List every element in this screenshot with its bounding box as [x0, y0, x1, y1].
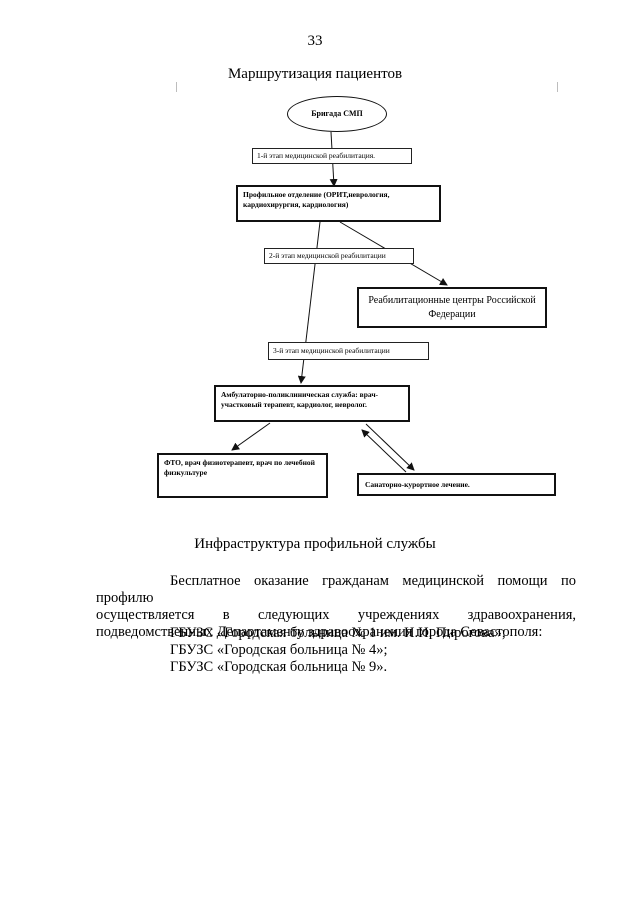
list-item: ГБУЗС «Городская больница № 4»; [170, 642, 388, 658]
hospital-list: ГБУЗС «Городская больница № 1 им. Н.И. П… [170, 625, 506, 676]
node-physio: ФТО, врач физиотерапевт, врач по лечебно… [157, 453, 328, 498]
node-outpatient-service: Амбулаторно-поликлиническая служба: врач… [214, 385, 410, 422]
list-item: ГБУЗС «Городская больница № 9». [170, 659, 388, 675]
arrow-outpatient-to-sanatorium [365, 423, 415, 471]
list-item: ГБУЗС «Городская больница № 1 им. Н.И. П… [170, 625, 506, 641]
node-ambulance-team: Бригада СМП [287, 96, 387, 132]
paragraph-line: осуществляется в следующих учреждениях з… [96, 607, 576, 623]
node-sanatorium: Санаторно-курортное лечение. [357, 473, 556, 496]
paragraph: Бесплатное оказание гражданам медицинско… [96, 573, 576, 641]
margin-mark-left [176, 82, 177, 92]
stage2-label: 2-й этап медицинской реабилитации [264, 248, 414, 264]
node-rehab-centers: Реабилитационные центры Российской Федер… [357, 287, 547, 328]
page-number: 33 [307, 33, 323, 49]
paragraph-line: подведомственных Департаменту здравоохра… [96, 624, 543, 640]
arrow-sanatorium-to-outpatient [361, 429, 407, 473]
arrow-outpatient-to-physio [231, 422, 271, 451]
page-title: Маршрутизация пациентов [227, 66, 403, 82]
stage3-label: 3-й этап медицинской реабилитации [268, 342, 429, 360]
margin-mark-right [557, 82, 558, 92]
paragraph-line: Бесплатное оказание гражданам медицинско… [96, 573, 576, 606]
stage1-label: 1-й этап медицинской реабилитация. [252, 148, 412, 164]
section-title: Инфраструктура профильной службы [194, 536, 436, 552]
node-profile-department: Профильное отделение (ОРИТ,неврология, к… [236, 185, 441, 222]
